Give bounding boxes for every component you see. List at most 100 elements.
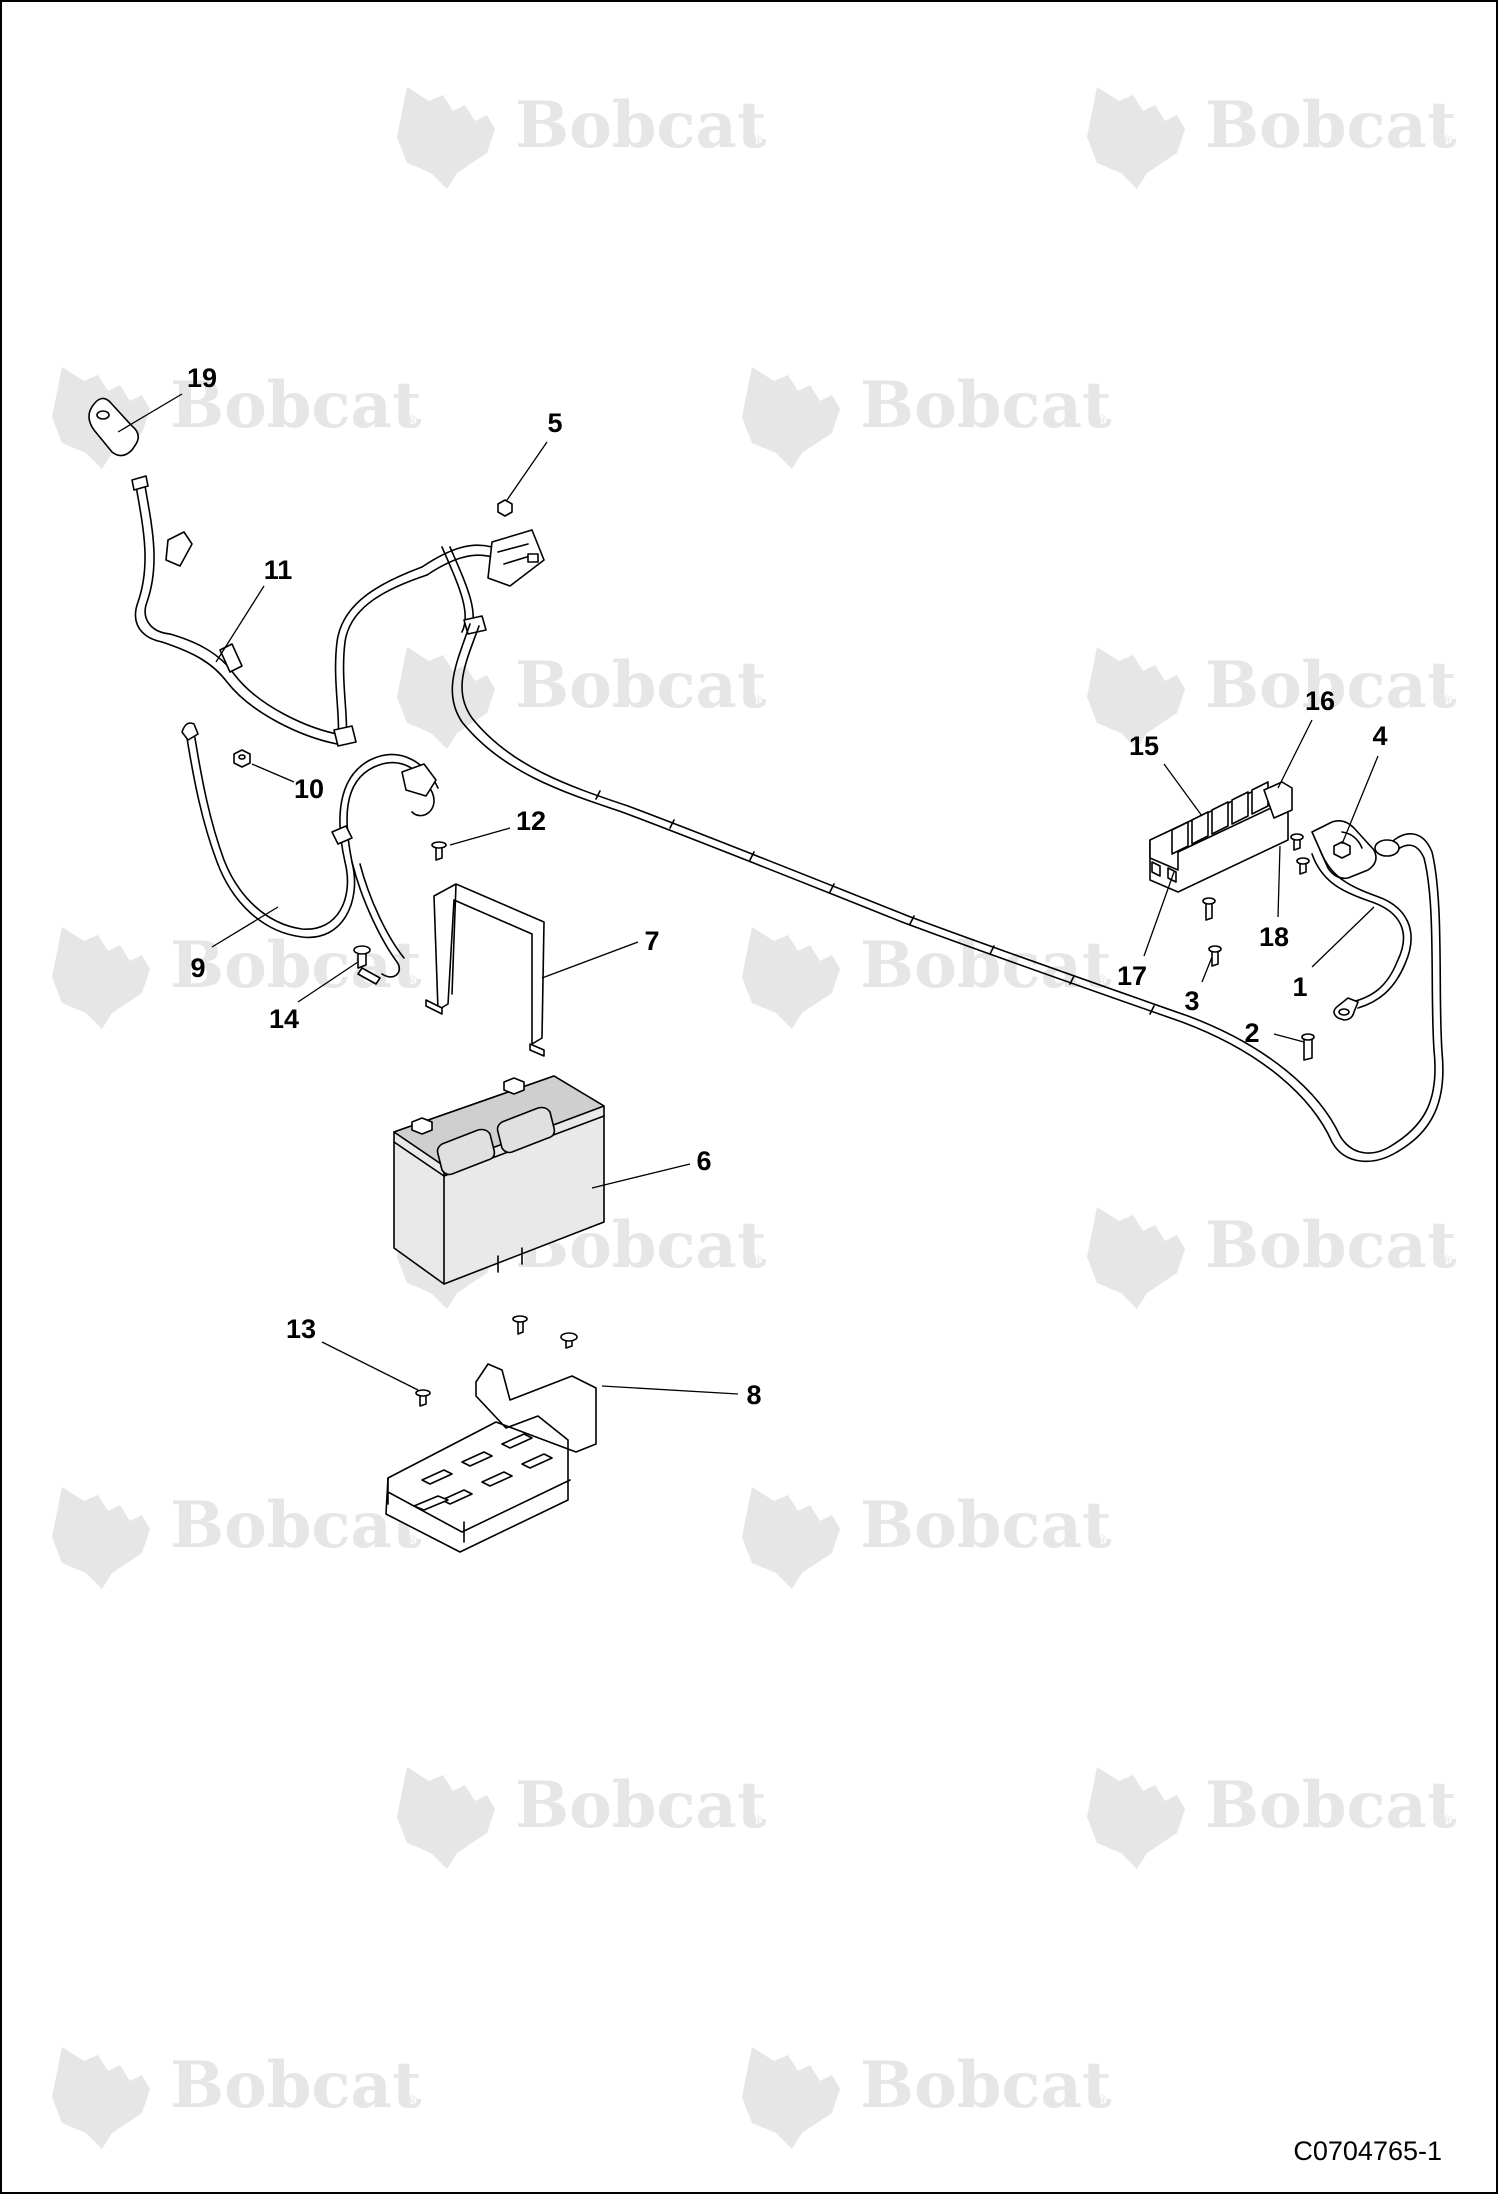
leader-line-19	[117, 393, 183, 433]
registered-mark: ®	[749, 692, 765, 711]
watermark-text: Bobcat	[515, 648, 767, 723]
registered-mark: ®	[749, 1252, 765, 1271]
watermark-text: Bobcat	[170, 928, 422, 1003]
leader-line-3	[1201, 956, 1213, 983]
callout-6: 6	[696, 1146, 711, 1176]
watermark-logo: Bobcat®	[397, 87, 767, 189]
callout-14: 14	[269, 1004, 299, 1034]
callout-9: 9	[190, 953, 205, 983]
registered-mark: ®	[1094, 972, 1110, 991]
leader-line-11	[215, 585, 265, 663]
bolts-13	[415, 1315, 578, 1407]
leader-line-17	[1143, 871, 1175, 957]
registered-mark: ®	[1439, 1252, 1455, 1271]
leader-line-4	[1341, 755, 1379, 845]
leader-line-6	[591, 1163, 691, 1189]
parts-layer	[88, 397, 1444, 1553]
bobcat-head-icon	[52, 2047, 150, 2149]
watermark-text: Bobcat	[860, 2048, 1112, 2123]
leader-line-7	[541, 941, 639, 979]
leader-line-16	[1277, 719, 1313, 789]
registered-mark: ®	[404, 412, 420, 431]
watermark-logo: Bobcat®	[1087, 647, 1457, 749]
bolt-12	[431, 841, 447, 861]
callout-5: 5	[547, 408, 562, 438]
callout-18: 18	[1259, 922, 1289, 952]
watermark-text: Bobcat	[515, 88, 767, 163]
leader-line-10	[251, 763, 295, 783]
watermark-logo: Bobcat®	[397, 647, 767, 749]
watermark-layer: Bobcat®Bobcat®Bobcat®Bobcat®Bobcat®Bobca…	[52, 87, 1457, 2149]
watermark-logo: Bobcat®	[742, 367, 1112, 469]
ring-terminal	[88, 397, 140, 457]
leader-line-8	[601, 1385, 739, 1395]
leader-line-5	[506, 441, 548, 501]
bolt-2	[1301, 1033, 1315, 1061]
watermark-text: Bobcat	[170, 2048, 422, 2123]
bobcat-head-icon	[1087, 647, 1185, 749]
watermark-text: Bobcat	[1205, 1208, 1457, 1283]
battery-hold-down	[425, 883, 545, 1057]
nut-5	[497, 499, 513, 517]
figure-code: C0704765-1	[1293, 2136, 1442, 2166]
bobcat-head-icon	[742, 927, 840, 1029]
bobcat-head-icon	[52, 927, 150, 1029]
leader-line-1	[1311, 906, 1375, 968]
leader-line-14	[297, 961, 359, 1003]
watermark-logo: Bobcat®	[742, 1487, 1112, 1589]
leader-line-2	[1273, 1033, 1305, 1043]
bolts-3-18	[1202, 833, 1310, 967]
watermark-logo: Bobcat®	[742, 2047, 1112, 2149]
ground-cable	[1311, 849, 1412, 1021]
callout-19: 19	[187, 363, 217, 393]
watermark-logo: Bobcat®	[397, 1767, 767, 1869]
leader-lines	[117, 393, 1379, 1395]
registered-mark: ®	[749, 132, 765, 151]
watermark-text: Bobcat	[860, 368, 1112, 443]
watermark-logo: Bobcat®	[1087, 1207, 1457, 1309]
callout-11: 11	[264, 555, 293, 585]
watermark-logo: Bobcat®	[52, 2047, 422, 2149]
leader-line-15	[1163, 763, 1203, 817]
bobcat-head-icon	[397, 87, 495, 189]
watermark-text: Bobcat	[515, 1768, 767, 1843]
registered-mark: ®	[1439, 692, 1455, 711]
watermark-text: Bobcat	[170, 368, 422, 443]
registered-mark: ®	[1094, 412, 1110, 431]
watermark-logo: Bobcat®	[52, 927, 422, 1029]
nut-10	[233, 749, 251, 768]
callout-13: 13	[286, 1314, 316, 1344]
callout-15: 15	[1129, 731, 1159, 761]
registered-mark: ®	[1094, 1532, 1110, 1551]
watermark-logo: Bobcat®	[742, 927, 1112, 1029]
bobcat-head-icon	[1087, 1207, 1185, 1309]
negative-cable	[181, 722, 439, 985]
nut-4	[1333, 841, 1351, 859]
watermark-text: Bobcat	[1205, 1768, 1457, 1843]
battery	[393, 1075, 605, 1285]
registered-mark: ®	[1439, 1812, 1455, 1831]
watermark-text: Bobcat	[170, 1488, 422, 1563]
bobcat-head-icon	[742, 1487, 840, 1589]
bobcat-head-icon	[397, 1767, 495, 1869]
registered-mark: ®	[749, 1812, 765, 1831]
bobcat-head-icon	[397, 647, 495, 749]
watermark-text: Bobcat	[1205, 648, 1457, 723]
fuse-block	[1149, 781, 1293, 893]
callout-7: 7	[644, 926, 659, 956]
bobcat-head-icon	[742, 2047, 840, 2149]
bobcat-head-icon	[1087, 1767, 1185, 1869]
watermark-logo: Bobcat®	[1087, 1767, 1457, 1869]
watermark-logo: Bobcat®	[52, 1487, 422, 1589]
watermark-logo: Bobcat®	[1087, 87, 1457, 189]
watermark-text: Bobcat	[860, 1488, 1112, 1563]
registered-mark: ®	[404, 2092, 420, 2111]
leader-line-12	[449, 827, 511, 846]
callout-12: 12	[516, 806, 546, 836]
callout-2: 2	[1244, 1018, 1259, 1048]
bobcat-head-icon	[52, 1487, 150, 1589]
callout-4: 4	[1372, 721, 1387, 751]
registered-mark: ®	[404, 1532, 420, 1551]
